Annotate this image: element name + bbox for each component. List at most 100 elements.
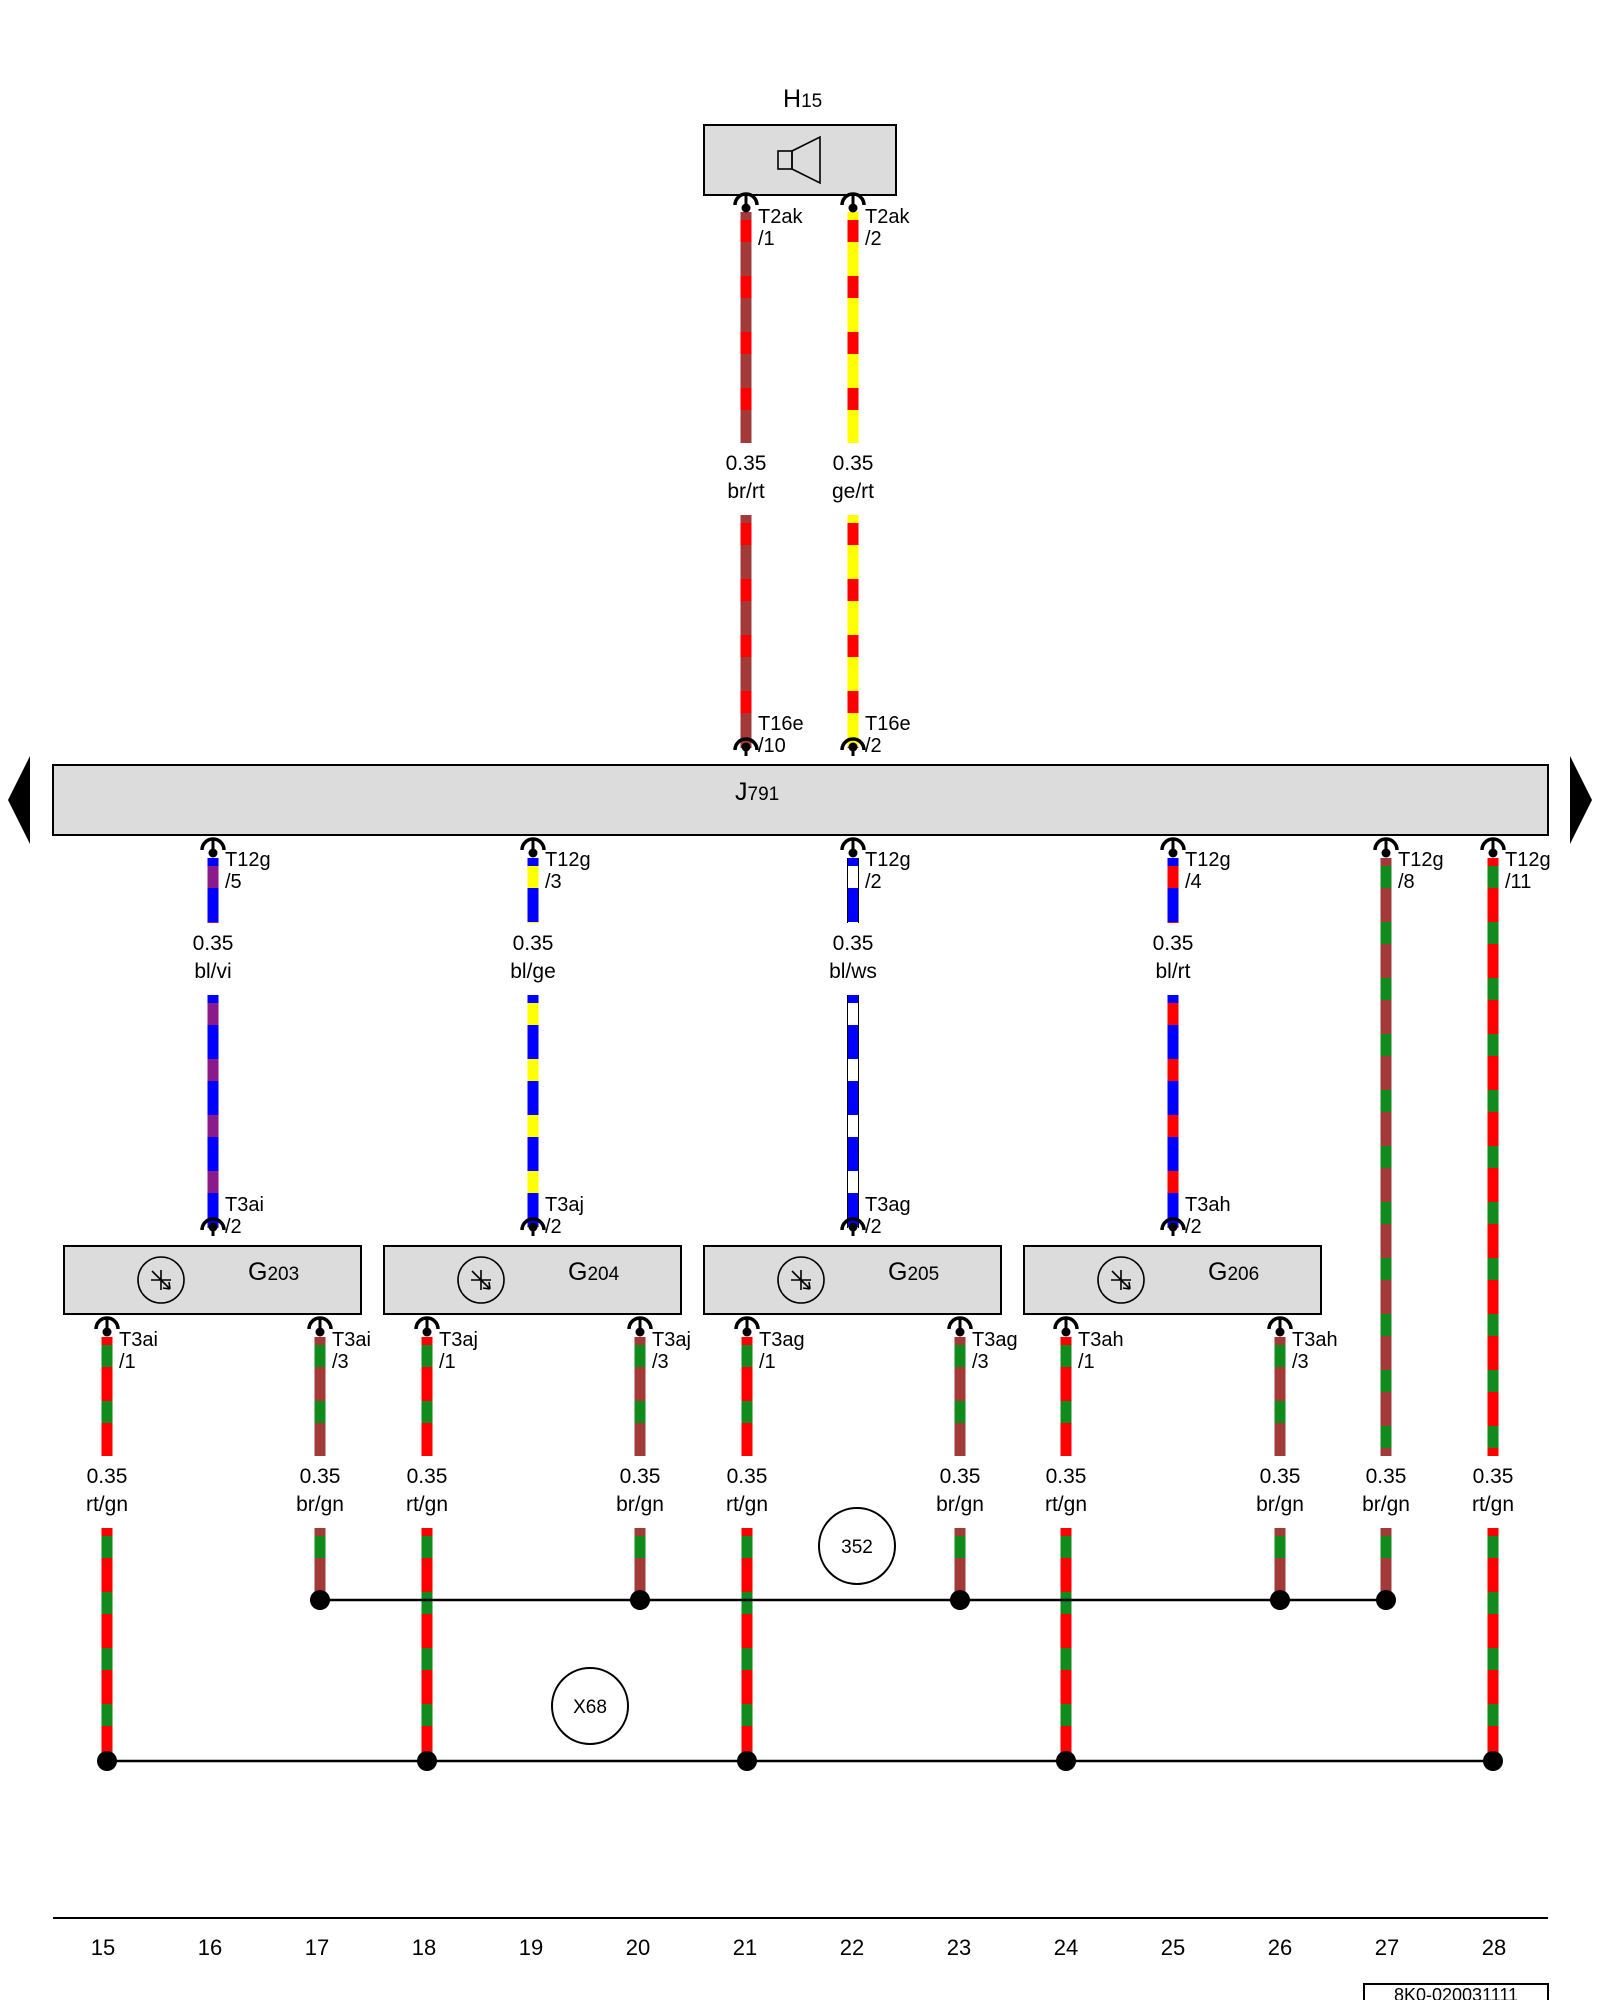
- connector-socket: [840, 737, 866, 756]
- sensor-pin-pin: /2: [1185, 1216, 1202, 1238]
- speaker-pin-connector: T2ak: [865, 206, 910, 228]
- wire-color-label: br/gn: [1256, 1493, 1304, 1516]
- wire-color-label: br/gn: [616, 1493, 664, 1516]
- control-unit-pin-pin: /4: [1185, 871, 1202, 893]
- sensor-pin-pin: /2: [865, 1216, 882, 1238]
- component-number: 203: [267, 1264, 299, 1285]
- sensor-pin-connector: T3ag: [972, 1329, 1018, 1351]
- control-unit-pin-pin: /3: [545, 871, 562, 893]
- wire-size-label: 0.35: [940, 1465, 981, 1488]
- sensor-icon: [457, 1256, 505, 1304]
- speaker-icon-cone: [791, 135, 821, 185]
- sensor-pin-connector: T3ah: [1078, 1329, 1124, 1351]
- socket-pin: [848, 1222, 858, 1232]
- control-unit-pin-connector: T12g: [1185, 849, 1231, 871]
- wire-size-label: 0.35: [513, 932, 554, 955]
- splice-dot: [737, 1751, 757, 1771]
- speaker-pin-pin: /1: [758, 228, 775, 250]
- sensor-pin-pin: /3: [972, 1351, 989, 1373]
- connector-socket: [734, 1316, 760, 1337]
- wire-size-label: 0.35: [726, 452, 767, 475]
- socket-pin: [528, 848, 538, 858]
- column-number: 19: [519, 1935, 543, 1960]
- speaker-pin-connector: T2ak: [758, 206, 803, 228]
- sensor-icon-ring: [777, 1256, 825, 1304]
- socket-pin: [1381, 848, 1391, 858]
- connector-socket: [840, 192, 866, 213]
- column-number: 20: [626, 1935, 650, 1960]
- column-number: 15: [91, 1935, 115, 1960]
- splice-dot: [1270, 1590, 1290, 1610]
- socket-arc: [1480, 837, 1506, 851]
- component-letter: G: [1208, 1258, 1227, 1286]
- connector-socket: [733, 737, 759, 756]
- socket-arc: [947, 1316, 973, 1330]
- sensor-pin-connector: T3ag: [865, 1194, 911, 1216]
- doc-ref-label: 8K0-020031111: [1394, 1985, 1518, 2000]
- connection-marker-label: 352: [841, 1537, 873, 1558]
- sensor-icon-arrow: [471, 1270, 491, 1290]
- wire-upper-segment: [847, 858, 859, 923]
- column-number: 27: [1375, 1935, 1399, 1960]
- socket-pin: [635, 1327, 645, 1337]
- wire-color-label: rt/gn: [86, 1493, 128, 1516]
- socket-arc: [840, 837, 866, 851]
- wire-size-label: 0.35: [1473, 1465, 1514, 1488]
- socket-pin: [208, 1222, 218, 1232]
- component-letter: H: [783, 85, 801, 113]
- wire-size-label: 0.35: [87, 1465, 128, 1488]
- wire-size-label: 0.35: [727, 1465, 768, 1488]
- sensor-pin-connector: T3ai: [119, 1329, 158, 1351]
- socket-pin: [955, 1327, 965, 1337]
- socket-pin: [742, 1327, 752, 1337]
- socket-arc: [1160, 837, 1186, 851]
- wire-color-label: br/gn: [296, 1493, 344, 1516]
- socket-arc: [840, 1217, 866, 1231]
- sensor-pin-connector: T3aj: [545, 1194, 584, 1216]
- socket-pin: [848, 742, 858, 752]
- doc-ref-box: [1363, 1983, 1549, 2000]
- wire-size-label: 0.35: [833, 932, 874, 955]
- control-unit-pin-connector: T16e: [758, 713, 804, 735]
- connector-socket: [733, 192, 759, 213]
- component-letter: G: [888, 1258, 907, 1286]
- connection-marker: [818, 1507, 896, 1585]
- splice-dot: [630, 1590, 650, 1610]
- speaker-box: [703, 124, 897, 196]
- sensor-box: [703, 1245, 1002, 1315]
- sensor-label: G206: [1208, 1258, 1259, 1286]
- sensor-pin-connector: T3ah: [1292, 1329, 1338, 1351]
- wire-color-label: br/gn: [1362, 1493, 1410, 1516]
- column-number: 28: [1482, 1935, 1506, 1960]
- wire-size-label: 0.35: [620, 1465, 661, 1488]
- sensor-pin-pin: /3: [652, 1351, 669, 1373]
- sensor-pin-connector: T3aj: [439, 1329, 478, 1351]
- socket-arc: [734, 1316, 760, 1330]
- column-number: 16: [198, 1935, 222, 1960]
- control-unit-pin-pin: /5: [225, 871, 242, 893]
- connector-socket: [840, 1217, 866, 1236]
- socket-arc: [733, 192, 759, 206]
- wire-size-label: 0.35: [407, 1465, 448, 1488]
- column-number: 21: [733, 1935, 757, 1960]
- control-unit-pin-connector: T12g: [225, 849, 271, 871]
- socket-pin: [741, 742, 751, 752]
- control-unit-pin-connector: T16e: [865, 713, 911, 735]
- column-number: 26: [1268, 1935, 1292, 1960]
- connector-socket: [1160, 837, 1186, 858]
- component-letter: G: [568, 1258, 587, 1286]
- socket-arc: [200, 837, 226, 851]
- splice-dot: [1056, 1751, 1076, 1771]
- connector-socket: [200, 837, 226, 858]
- sensor-box: [383, 1245, 682, 1315]
- control-unit-pin-pin: /10: [758, 735, 786, 757]
- wire-size-label: 0.35: [833, 452, 874, 475]
- wire-size-label: 0.35: [193, 932, 234, 955]
- sensor-icon: [777, 1256, 825, 1304]
- socket-pin: [422, 1327, 432, 1337]
- connector-socket: [520, 1217, 546, 1236]
- control-unit-pin-connector: T12g: [865, 849, 911, 871]
- sensor-pin-pin: /1: [119, 1351, 136, 1373]
- sensor-icon-arrow: [1111, 1270, 1131, 1290]
